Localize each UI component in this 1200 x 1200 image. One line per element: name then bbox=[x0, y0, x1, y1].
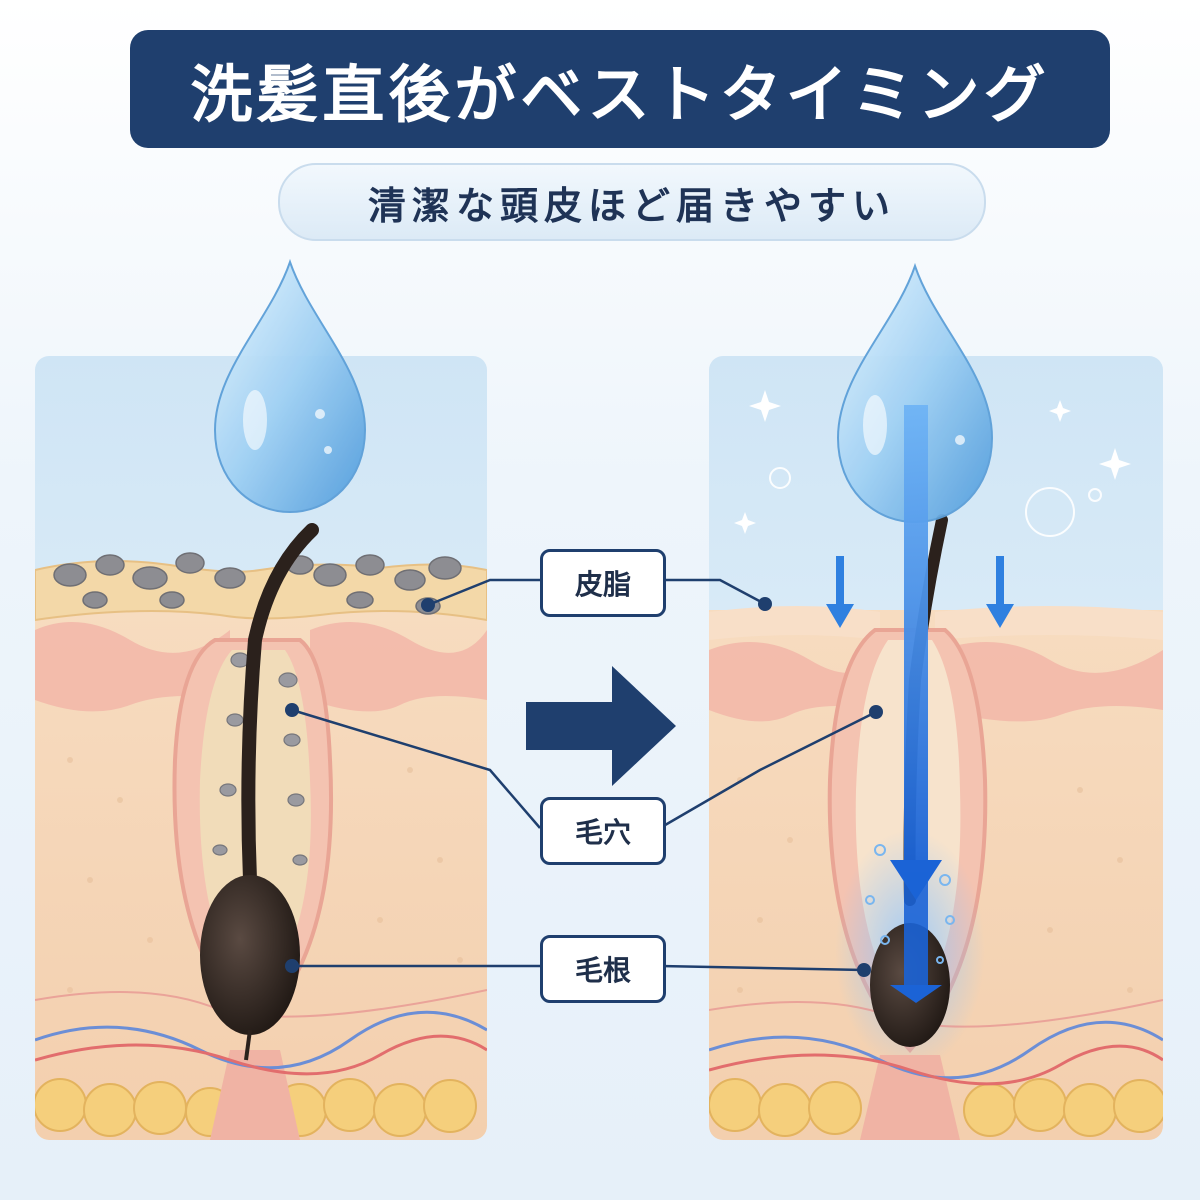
down-arrow-icon bbox=[826, 556, 854, 628]
right-arrow-icon bbox=[526, 666, 676, 786]
label-sebum-text: 皮脂 bbox=[574, 568, 631, 601]
left-panel-oily-scalp bbox=[35, 356, 487, 1140]
label-sebum: 皮脂 bbox=[540, 549, 666, 617]
title-banner: 洗髪直後がベストタイミング bbox=[130, 30, 1110, 148]
label-root: 毛根 bbox=[540, 935, 666, 1003]
sparkle-icon bbox=[734, 390, 1131, 534]
down-arrow-icon bbox=[986, 556, 1014, 628]
label-pore: 毛穴 bbox=[540, 797, 666, 865]
label-leader-lines bbox=[291, 578, 877, 972]
leader-dots bbox=[285, 597, 883, 977]
label-root-text: 毛根 bbox=[574, 954, 631, 987]
penetration-arrow-icon bbox=[890, 405, 942, 1003]
water-drop-icon bbox=[836, 262, 994, 524]
page-title: 洗髪直後がベストタイミング bbox=[190, 58, 1050, 131]
subtitle-banner: 清潔な頭皮ほど届きやすい bbox=[278, 163, 986, 241]
label-pore-text: 毛穴 bbox=[574, 816, 631, 849]
page-subtitle: 清潔な頭皮ほど届きやすい bbox=[367, 183, 896, 228]
water-drop-icon bbox=[213, 258, 367, 514]
